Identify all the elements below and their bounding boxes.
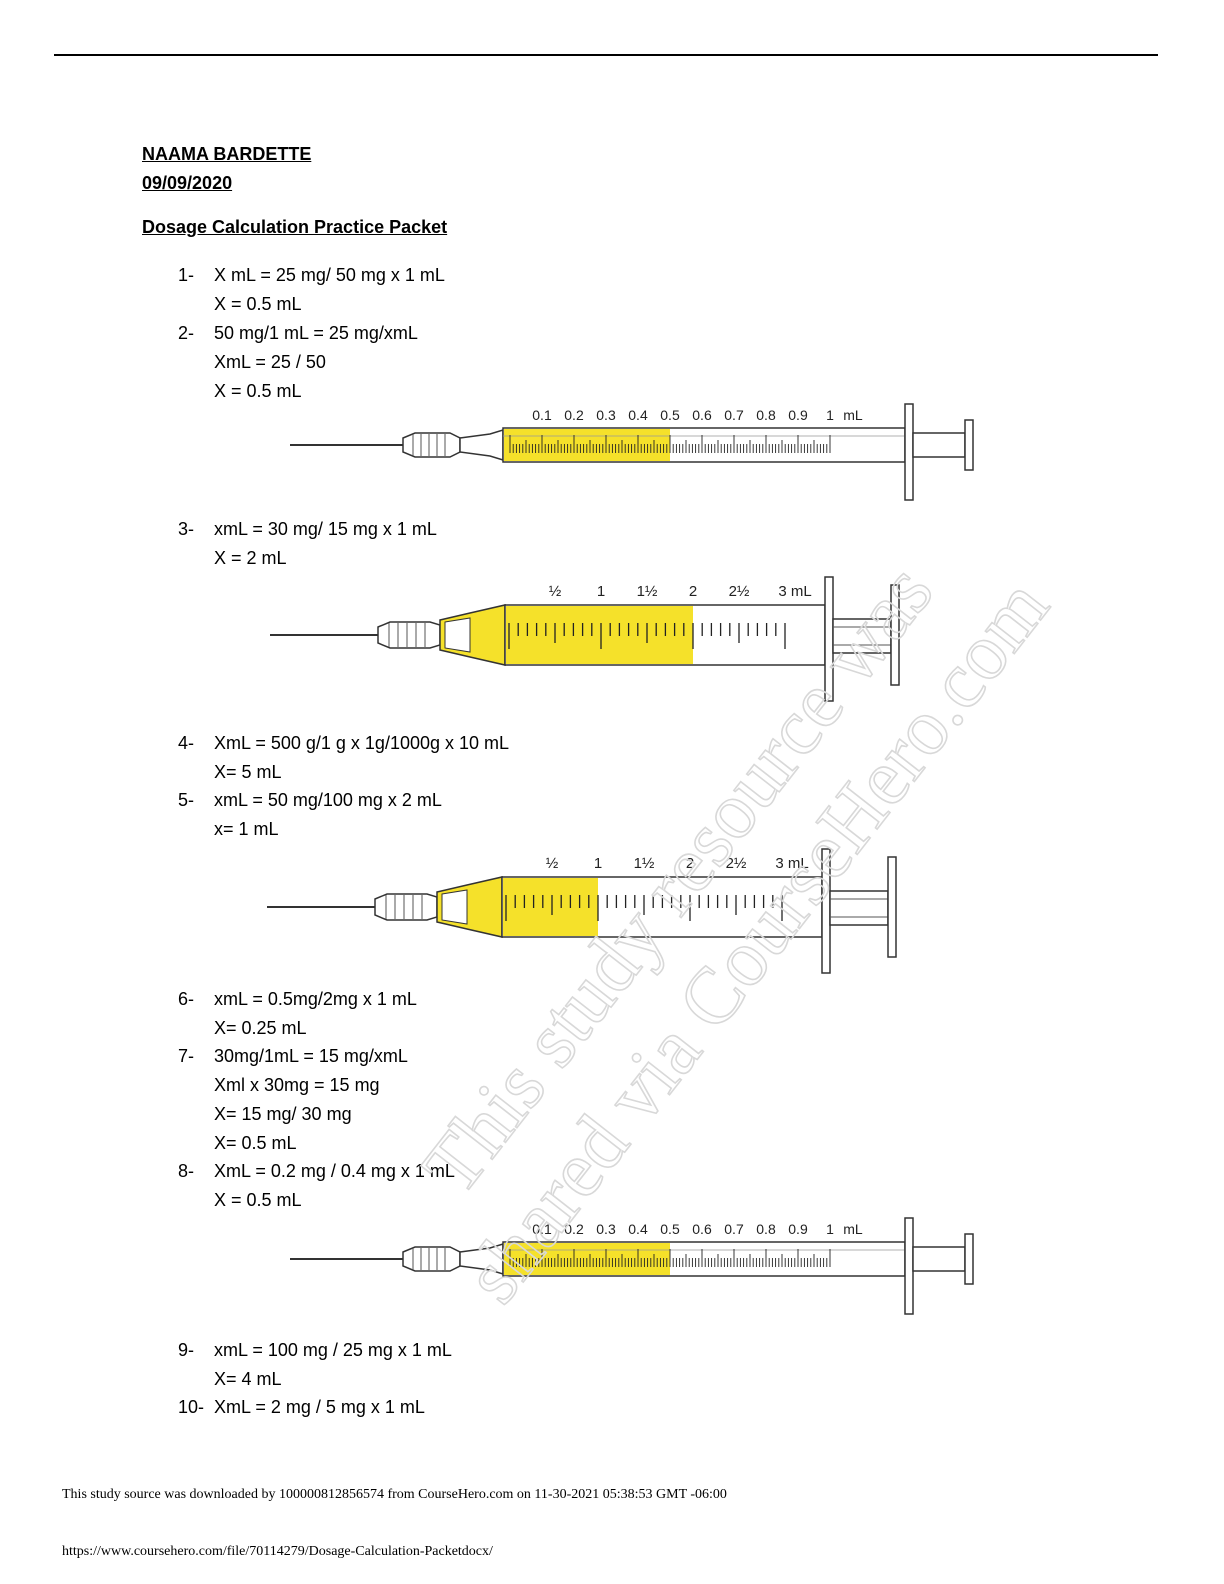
barrel-tip bbox=[459, 1242, 504, 1276]
scale-label: 1½ bbox=[637, 583, 658, 600]
source-url[interactable]: https://www.coursehero.com/file/70114279… bbox=[62, 1544, 493, 1559]
scale-label: 0.6 bbox=[692, 407, 712, 423]
scale-label: 0.2 bbox=[564, 407, 584, 423]
scale-label: 0.4 bbox=[628, 1221, 648, 1237]
scale-label: 2½ bbox=[726, 855, 747, 872]
plunger-thumb bbox=[887, 856, 897, 958]
document-title: Dosage Calculation Practice Packet bbox=[142, 217, 448, 237]
tip-inner bbox=[444, 617, 471, 653]
problem-line: X mL = 25 mg/ 50 mg x 1 mL bbox=[214, 265, 445, 285]
syringe-3ml-a: ½ 1 1½ 2 2½ 3 mL bbox=[270, 576, 900, 702]
problem-number: 8- bbox=[178, 1161, 195, 1181]
problem-line: 30mg/1mL = 15 mg/xmL bbox=[214, 1046, 408, 1066]
problem-line: X = 2 mL bbox=[214, 548, 287, 568]
syringe-3ml-b: ½ 1 1½ 2 2½ 3 mL bbox=[267, 848, 897, 974]
problem-line: xmL = 0.5mg/2mg x 1 mL bbox=[214, 989, 417, 1009]
plunger-rod bbox=[829, 890, 889, 926]
plunger-thumb bbox=[964, 419, 974, 471]
problem-line: X= 15 mg/ 30 mg bbox=[214, 1104, 352, 1124]
plunger-rod bbox=[832, 618, 892, 654]
problem-line: X= 0.5 mL bbox=[214, 1133, 297, 1153]
problem-line: X = 0.5 mL bbox=[214, 1190, 302, 1210]
scale-label: 0.7 bbox=[724, 407, 744, 423]
scale-label: 2 bbox=[689, 583, 697, 600]
syringe-1ml-b: 0.1 0.2 0.3 0.4 0.5 0.6 0.7 0.8 0.9 1 mL bbox=[290, 1217, 974, 1315]
scale-label: 0.9 bbox=[788, 407, 808, 423]
scale-label: 0.5 bbox=[660, 1221, 680, 1237]
needle-hub bbox=[377, 621, 441, 649]
needle-hub bbox=[402, 1246, 461, 1272]
scale-label: 0.8 bbox=[756, 1221, 776, 1237]
plunger-thumb bbox=[890, 584, 900, 686]
problem-line: xmL = 50 mg/100 mg x 2 mL bbox=[214, 790, 442, 810]
needle-hub bbox=[402, 432, 461, 458]
problem-line: X= 5 mL bbox=[214, 762, 282, 782]
problem-line: X= 0.25 mL bbox=[214, 1018, 307, 1038]
plunger-thumb bbox=[964, 1233, 974, 1285]
scale-label: 1 bbox=[826, 1221, 834, 1237]
problem-number: 3- bbox=[178, 519, 195, 539]
scale-label: 3 mL bbox=[775, 855, 808, 872]
barrel-tip bbox=[459, 428, 504, 462]
problem-line: XmL = 500 g/1 g x 1g/1000g x 10 mL bbox=[214, 733, 510, 753]
problem-line: X = 0.5 mL bbox=[214, 294, 302, 314]
scale-label: mL bbox=[843, 1221, 863, 1237]
barrel-flange bbox=[821, 848, 831, 974]
scale-label: 0.3 bbox=[596, 407, 616, 423]
scale-label: 1 bbox=[594, 855, 602, 872]
problem-line: xmL = 30 mg/ 15 mg x 1 mL bbox=[214, 519, 437, 539]
scale-label: 2½ bbox=[729, 583, 750, 600]
scale-label: 1½ bbox=[634, 855, 655, 872]
barrel-flange bbox=[904, 1217, 914, 1315]
problem-number: 1- bbox=[178, 265, 195, 285]
top-rule bbox=[54, 54, 1158, 56]
problem-line: xmL = 100 mg / 25 mg x 1 mL bbox=[214, 1340, 452, 1360]
plunger-rod bbox=[912, 432, 966, 458]
problem-number: 10- bbox=[178, 1397, 205, 1417]
scale-label: 0.1 bbox=[532, 1221, 552, 1237]
problem-line: XmL = 0.2 mg / 0.4 mg x 1 mL bbox=[214, 1161, 455, 1181]
plunger-rod bbox=[912, 1246, 966, 1272]
scale-label: 0.2 bbox=[564, 1221, 584, 1237]
scale-label: 0.1 bbox=[532, 407, 552, 423]
problem-line: X= 4 mL bbox=[214, 1369, 282, 1389]
problem-line: 50 mg/1 mL = 25 mg/xmL bbox=[214, 323, 418, 343]
document-date: 09/09/2020 bbox=[142, 173, 233, 193]
scale-label: 0.3 bbox=[596, 1221, 616, 1237]
problem-line: X = 0.5 mL bbox=[214, 381, 302, 401]
problem-line: XmL = 25 / 50 bbox=[214, 352, 326, 372]
problem-number: 5- bbox=[178, 790, 195, 810]
scale-label: 1 bbox=[597, 583, 605, 600]
barrel-flange bbox=[824, 576, 834, 702]
problem-line: XmL = 2 mg / 5 mg x 1 mL bbox=[214, 1397, 425, 1417]
scale-label: 2 bbox=[686, 855, 694, 872]
scale-label: ½ bbox=[549, 583, 562, 600]
scale-label: 0.6 bbox=[692, 1221, 712, 1237]
scale-label: 1 bbox=[826, 407, 834, 423]
syringe-1ml-a: 0.1 0.2 0.3 0.4 0.5 0.6 0.7 0.8 0.9 1 mL bbox=[290, 403, 974, 501]
barrel-flange bbox=[904, 403, 914, 501]
problem-number: 4- bbox=[178, 733, 195, 753]
scale-label: ½ bbox=[546, 855, 559, 872]
problem-line: x= 1 mL bbox=[214, 819, 279, 839]
problem-number: 9- bbox=[178, 1340, 195, 1360]
liquid-fill bbox=[503, 878, 598, 936]
scale-label: mL bbox=[843, 407, 863, 423]
problem-number: 7- bbox=[178, 1046, 195, 1066]
problem-number: 2- bbox=[178, 323, 195, 343]
download-note: This study source was downloaded by 1000… bbox=[62, 1487, 727, 1502]
scale-label: 0.8 bbox=[756, 407, 776, 423]
scale-label: 0.4 bbox=[628, 407, 648, 423]
scale-label: 0.7 bbox=[724, 1221, 744, 1237]
tip-inner bbox=[441, 889, 468, 925]
needle-hub bbox=[374, 893, 438, 921]
scale-label: 0.9 bbox=[788, 1221, 808, 1237]
scale-label: 0.5 bbox=[660, 407, 680, 423]
problem-number: 6- bbox=[178, 989, 195, 1009]
problem-line: Xml x 30mg = 15 mg bbox=[214, 1075, 380, 1095]
scale-label: 3 mL bbox=[778, 583, 811, 600]
student-name: NAAMA BARDETTE bbox=[142, 144, 312, 164]
